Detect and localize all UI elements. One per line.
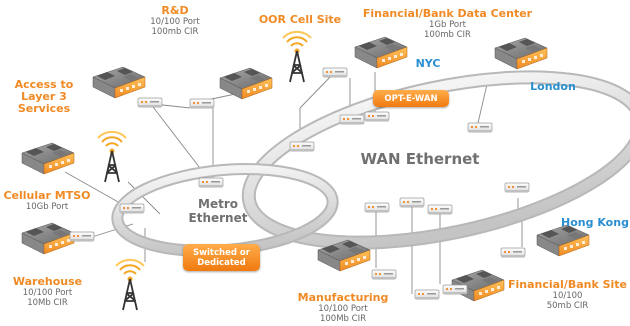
cellular-line1: 10Gb Port: [25, 202, 69, 212]
nyc-label: NYC: [408, 58, 448, 70]
switched-dedicated-badge: Switched or Dedicated: [183, 244, 260, 271]
rnd-line1: 10/100 Port: [150, 17, 200, 27]
rnd-building-left: [92, 66, 146, 99]
manufacturing-label: Manufacturing 10/100 Port 100Mb CIR: [288, 291, 398, 325]
london-title: London: [530, 80, 576, 93]
cellular-tower-icon: [97, 130, 127, 183]
rnd-title: R&D: [161, 4, 189, 17]
rnd-building-right: [219, 67, 273, 100]
nyc-title: NYC: [415, 57, 441, 70]
rnd-device: [189, 98, 215, 109]
fin-site-label: Financial/Bank Site 10/100 50mb CIR: [505, 278, 630, 312]
wan-device-left: [289, 141, 315, 152]
warehouse-title: Warehouse: [12, 275, 83, 288]
fin-site-line2: 50mb CIR: [546, 301, 589, 311]
oor-label: OOR Cell Site: [250, 14, 350, 26]
wan-device-top-2: [364, 111, 390, 122]
fin-dc-title: Financial/Bank Data Center: [362, 7, 533, 20]
nyc-device: [322, 67, 348, 78]
dedicated-text: Dedicated: [197, 257, 246, 268]
hk-device: [500, 247, 526, 258]
fin-dc-line2: 100mb CIR: [424, 30, 471, 40]
warehouse-device: [69, 231, 95, 242]
london-label: London: [528, 81, 578, 93]
fin-site-device-2: [442, 284, 468, 295]
cellular-mtso-building: [21, 142, 75, 175]
access-label: Access to Layer 3 Services: [5, 79, 83, 115]
london-building: [494, 37, 548, 70]
oor-title: OOR Cell Site: [258, 13, 342, 26]
warehouse-line1: 10/100 Port: [22, 288, 73, 298]
metro-label-line1: Metro: [198, 197, 238, 211]
hong-kong-label: Hong Kong: [560, 217, 630, 229]
rnd-label: R&D 10/100 Port 100mb CIR: [120, 4, 230, 38]
wan-device-hk: [504, 182, 530, 193]
access-line1: Access to: [14, 78, 74, 91]
metro-device-left: [119, 203, 145, 214]
manufacturing-device: [371, 269, 397, 280]
nyc-building: [354, 36, 408, 69]
fin-site-title: Financial/Bank Site: [507, 278, 628, 291]
metro-ethernet-label: Metro Ethernet: [178, 197, 258, 225]
wan-ethernet-label: WAN Ethernet: [360, 150, 480, 168]
fin-dc-line1: 1Gb Port: [429, 20, 466, 30]
opt-e-wan-text: OPT-E-WAN: [384, 93, 438, 104]
metro-label-line2: Ethernet: [188, 211, 248, 225]
fin-dc-label: Financial/Bank Data Center 1Gb Port 100m…: [355, 7, 540, 41]
wan-ethernet-ring: [241, 70, 630, 250]
wan-device-top-1: [339, 114, 365, 125]
rnd-line2: 100mb CIR: [151, 27, 199, 37]
wan-device-bottom-2: [399, 197, 425, 208]
wan-device-bottom-3: [427, 204, 453, 215]
wan-device-right: [467, 122, 493, 133]
manufacturing-line2: 100Mb CIR: [319, 314, 366, 324]
fin-site-line1: 10/100: [552, 291, 583, 301]
access-line3: Services: [17, 102, 71, 115]
access-line2: Layer 3: [21, 90, 67, 103]
access-device: [137, 97, 163, 108]
oor-tower-icon: [282, 30, 312, 83]
cellular-mtso-label: Cellular MTSO 10Gb Port: [2, 189, 92, 213]
metro-device-top: [198, 177, 224, 188]
fin-site-device-1: [414, 289, 440, 300]
hong-kong-building: [536, 224, 590, 257]
wan-device-bottom-1: [364, 202, 390, 213]
switched-text: Switched or: [193, 247, 250, 258]
warehouse-label: Warehouse 10/100 Port 10Mb CIR: [5, 275, 90, 309]
warehouse-tower-icon: [115, 258, 145, 311]
warehouse-building: [21, 222, 75, 255]
manufacturing-line1: 10/100 Port: [318, 304, 368, 314]
hong-kong-title: Hong Kong: [561, 216, 629, 229]
cellular-title: Cellular MTSO: [3, 189, 91, 202]
warehouse-line2: 10Mb CIR: [27, 298, 68, 308]
manufacturing-title: Manufacturing: [297, 291, 389, 304]
opt-e-wan-badge: OPT-E-WAN: [373, 90, 449, 107]
